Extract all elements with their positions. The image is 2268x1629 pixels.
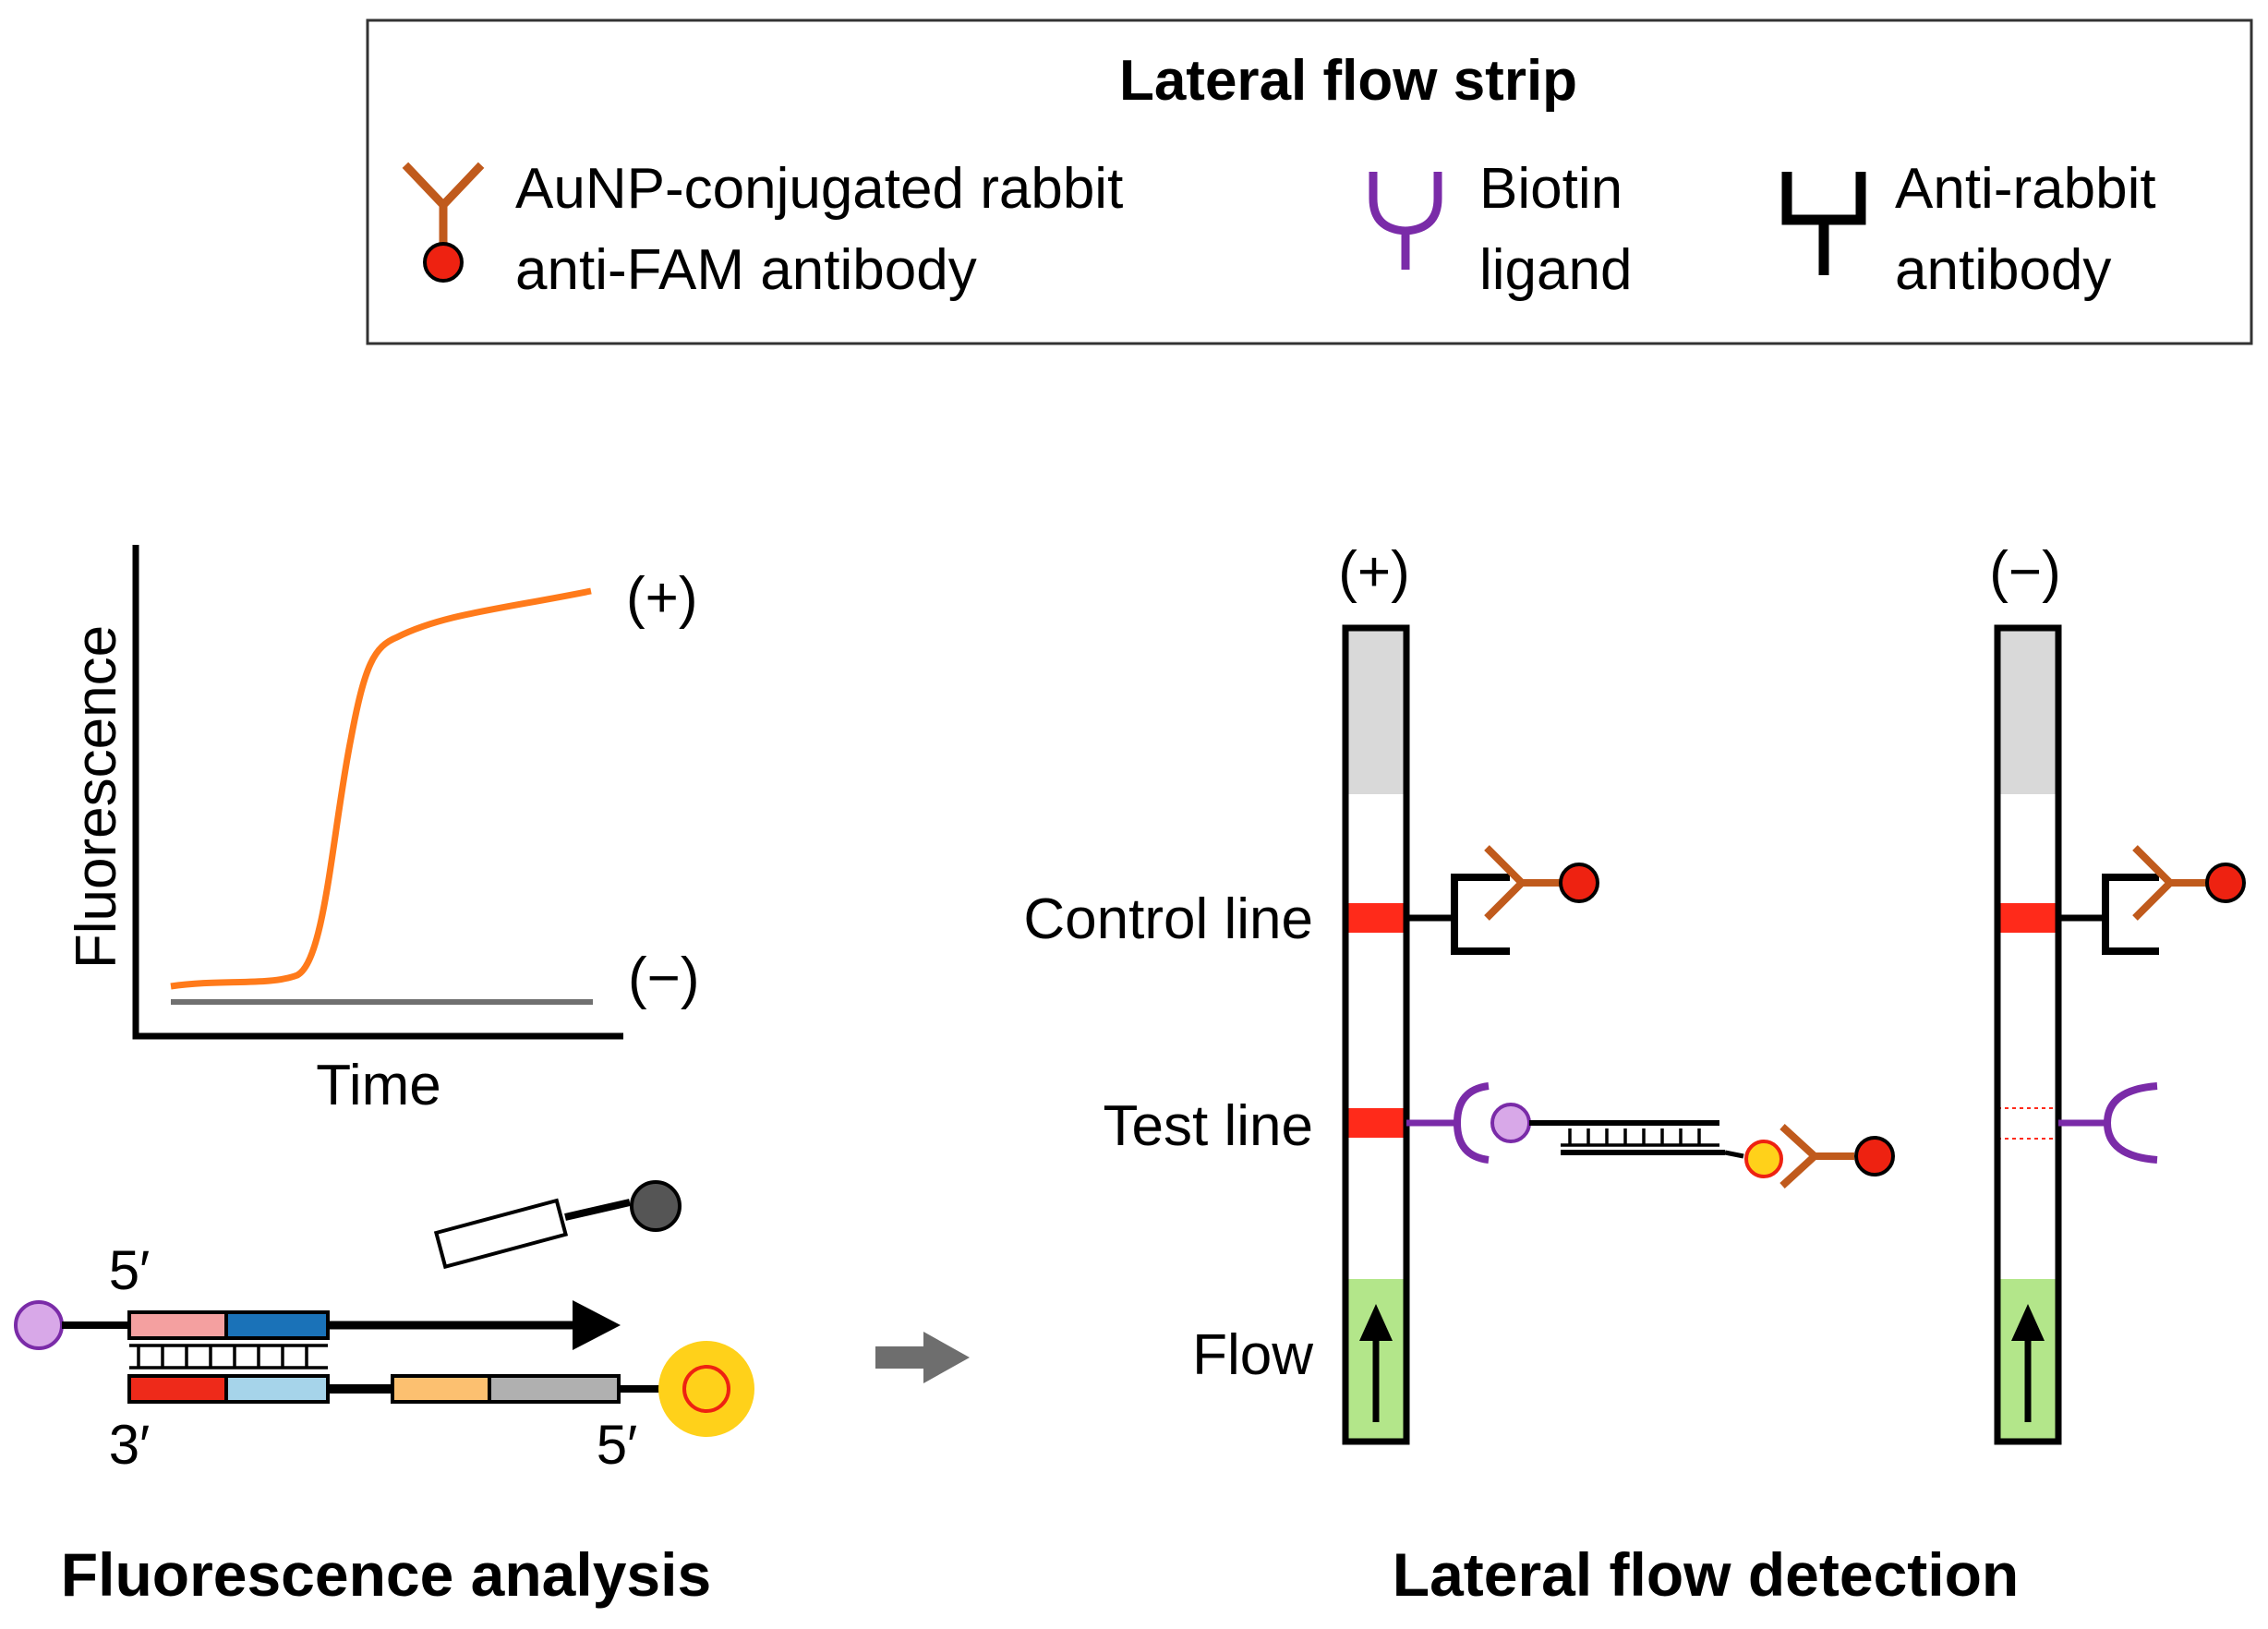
flow-arrow-icon bbox=[1359, 1304, 1393, 1341]
legend-title: Lateral flow strip bbox=[1119, 49, 1577, 113]
legend-item-2-line-1: Biotin bbox=[1479, 157, 1623, 221]
aunp-icon bbox=[2205, 863, 2246, 903]
bottom-strand-5-prime-label: 5′ bbox=[597, 1414, 638, 1476]
flow-label: Flow bbox=[1192, 1323, 1313, 1387]
aunp-antibody-icon bbox=[1779, 1124, 1854, 1189]
bottom-segment-orange bbox=[391, 1374, 491, 1404]
aunp-icon bbox=[1559, 863, 1599, 903]
flow-arrow-icon bbox=[2011, 1304, 2045, 1341]
sample-pad bbox=[1997, 628, 2058, 794]
fluorescence-caption: Fluorescence analysis bbox=[61, 1540, 711, 1609]
negative-strip: (−) bbox=[1989, 540, 2246, 1445]
quencher-probe bbox=[433, 1180, 682, 1270]
biotin-ligand-icon bbox=[1453, 1082, 1490, 1164]
legend-frame bbox=[366, 18, 2253, 345]
legend-item-3-line-1: Anti-rabbit bbox=[1895, 157, 2156, 221]
anti-rabbit-antibody-icon bbox=[1451, 874, 1510, 955]
curve-positive-label: (+) bbox=[626, 566, 698, 630]
biotin-ligand-icon bbox=[2103, 1082, 2158, 1164]
fam-fluorophore-icon bbox=[1744, 1140, 1783, 1178]
sample-pad bbox=[1345, 628, 1406, 794]
aunp-icon bbox=[1854, 1136, 1895, 1176]
anti-rabbit-antibody-icon bbox=[1781, 172, 1866, 275]
bottom-segment-lightblue bbox=[224, 1374, 330, 1404]
anti-rabbit-antibody-icon bbox=[2102, 874, 2159, 955]
positive-curve bbox=[170, 587, 592, 990]
aunp-antibody-icon bbox=[1484, 845, 1561, 921]
bottom-segment-gray bbox=[488, 1374, 621, 1404]
legend-item-2-line-2: ligand bbox=[1479, 238, 1632, 302]
plot-axes bbox=[132, 545, 623, 1040]
legend-item-1-line-2: anti-FAM antibody bbox=[515, 238, 977, 302]
curve-negative-label: (−) bbox=[628, 947, 700, 1010]
x-axis-label: Time bbox=[316, 1054, 440, 1117]
strip-frame bbox=[1342, 624, 1410, 1445]
test-line-label: Test line bbox=[1104, 1094, 1313, 1158]
top-segment-blue bbox=[224, 1310, 330, 1340]
control-complex bbox=[2058, 845, 2246, 955]
test-complex-unbound bbox=[2058, 1082, 2158, 1164]
fluorescence-plot: Fluorescence Time (+) (−) bbox=[65, 545, 700, 1117]
fam-fluorophore-icon bbox=[682, 1365, 730, 1413]
extension-arrowhead-icon bbox=[573, 1300, 621, 1350]
lateral-flow-caption: Lateral flow detection bbox=[1393, 1540, 2019, 1609]
biotin-icon bbox=[14, 1300, 64, 1350]
positive-strip-label: (+) bbox=[1338, 540, 1410, 604]
test-complex bbox=[1406, 1082, 1895, 1189]
test-line-band bbox=[1345, 1108, 1406, 1138]
base-pair-ticks bbox=[129, 1344, 328, 1370]
y-axis-label: Fluorescence bbox=[65, 625, 128, 969]
control-complex bbox=[1406, 845, 1599, 955]
control-line-band bbox=[1997, 903, 2058, 933]
biotin-ligand-icon bbox=[1369, 172, 1442, 270]
negative-strip-label: (−) bbox=[1989, 540, 2061, 604]
legend-item-1-line-1: AuNP-conjugated rabbit bbox=[515, 157, 1123, 221]
positive-strip: (+) bbox=[1338, 540, 1895, 1445]
control-line-band bbox=[1345, 903, 1406, 933]
aunp-antibody-icon bbox=[2132, 845, 2207, 921]
quencher-icon bbox=[630, 1180, 682, 1232]
bottom-segment-red bbox=[127, 1374, 228, 1404]
control-line-label: Control line bbox=[1023, 887, 1313, 951]
dna-duplex-diagram: 5′ 3′ 5′ bbox=[14, 1180, 754, 1476]
legend-box: Lateral flow strip AuNP-conjugated rabbi… bbox=[366, 18, 2253, 345]
transition-arrow-icon bbox=[875, 1332, 970, 1383]
top-segment-pink bbox=[127, 1310, 228, 1340]
bottom-strand-3-prime-label: 3′ bbox=[109, 1414, 151, 1476]
biotin-icon bbox=[1490, 1103, 1531, 1143]
strip-frame bbox=[1994, 624, 2062, 1445]
aunp-antibody-icon bbox=[402, 162, 485, 283]
legend-item-3-line-2: antibody bbox=[1895, 238, 2111, 302]
top-strand-5-prime-label: 5′ bbox=[109, 1239, 151, 1301]
